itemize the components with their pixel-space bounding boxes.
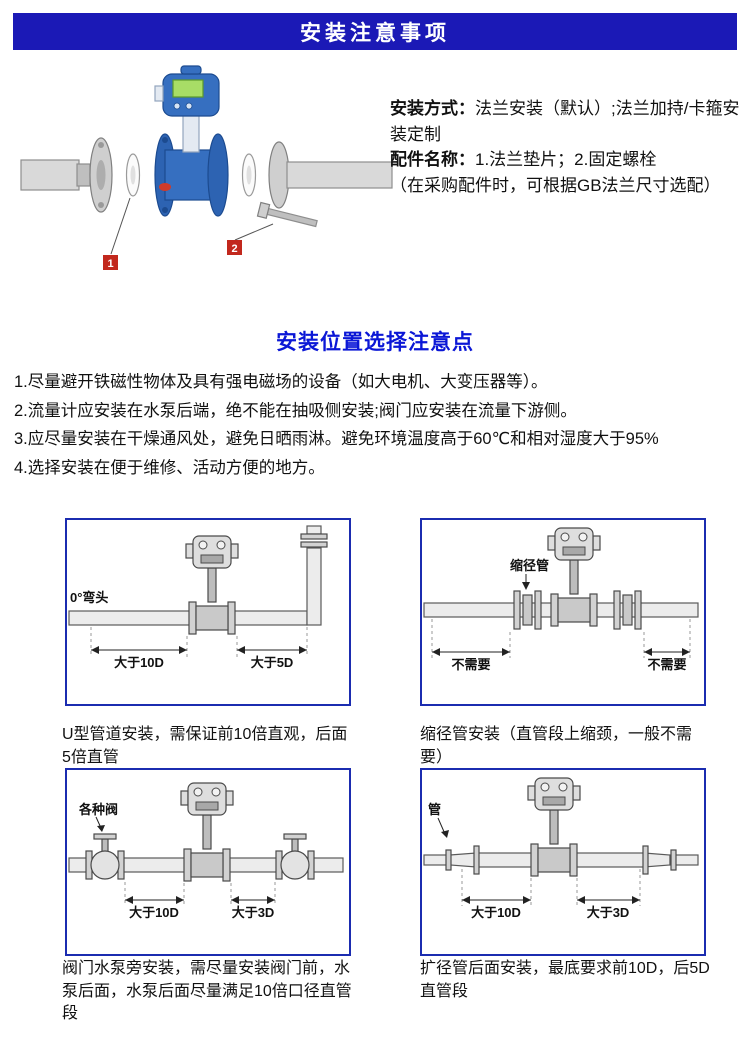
install-note-1: 1.尽量避开铁磁性物体及具有强电磁场的设备（如大电机、大变压器等）。 <box>14 373 548 391</box>
dimension-label: 大于3D <box>587 905 630 920</box>
parts-note: （在采购配件时，可根据GB法兰尺寸选配） <box>390 175 721 195</box>
flowmeter-exploded-svg: 1 2 <box>20 65 393 270</box>
parts-name-label: 配件名称： <box>390 150 475 169</box>
diagram-caption-reducer: 缩径管安装（直管段上缩颈，一般不需要） <box>420 726 693 766</box>
page-title: 安装注意事项 <box>300 21 450 45</box>
flowmeter <box>185 535 239 635</box>
dimension-label: 大于3D <box>232 905 275 920</box>
install-notes: 1.尽量避开铁磁性物体及具有强电磁场的设备（如大电机、大变压器等）。 2.流量计… <box>14 368 740 483</box>
flange <box>300 533 328 540</box>
dimension-label: 大于10D <box>471 905 521 920</box>
pipe-small-right <box>669 854 699 866</box>
diagram-box-elbow: 0°弯头 大于10D 大于5D <box>65 518 351 706</box>
diagram-caption-valve: 阀门水泵旁安装，需尽量安装阀门前，水泵后面，水泵后面尽量满足10倍口径直管段 <box>62 960 352 1023</box>
header-bar: 安装注意事项 <box>13 13 737 50</box>
install-note-4: 4.选择安装在便于维修、活动方便的地方。 <box>14 459 325 478</box>
fixing-bolt <box>256 201 318 228</box>
valve-right <box>275 833 315 880</box>
parts-name-value: 1.法兰垫片；2.固定螺栓 <box>475 150 657 169</box>
diagram-elbow-svg: 0°弯头 大于10D 大于5D <box>68 525 328 670</box>
flange <box>300 541 328 548</box>
product-figure: 1 2 <box>15 56 400 296</box>
install-method-value: 法兰安装（默认）;法兰加持/卡箍安装定制 <box>390 99 740 144</box>
diagram-expander-svg: 管 大于10D 大于3D <box>423 777 699 920</box>
expander-label: 管 <box>428 802 441 817</box>
install-method-label: 安装方式： <box>390 99 475 118</box>
dimension-label: 不需要 <box>647 657 686 672</box>
dimension-label: 大于10D <box>114 655 164 670</box>
valve-left <box>85 833 125 880</box>
flowmeter <box>547 527 601 627</box>
diagram-box-reducer: 缩径管 不需要 不需要 <box>420 518 706 706</box>
dimension-label: 大于10D <box>129 905 179 920</box>
diagram-reducer-svg: 缩径管 不需要 不需要 <box>423 527 699 672</box>
lcd-display <box>172 79 204 98</box>
diagram-caption-expander: 扩径管后面安装，最底要求前10D，后5D直管段 <box>420 960 710 1000</box>
diagram-caption-elbow: U型管道安装，需保证前10倍直观，后面5倍直管 <box>62 726 348 766</box>
callout-1-number: 1 <box>107 258 113 270</box>
reducer-left <box>513 590 542 630</box>
section-title: 安装位置选择注意点 <box>276 331 474 354</box>
left-pipe <box>20 137 113 213</box>
elbow-label: 0°弯头 <box>70 590 108 605</box>
reducer-right <box>613 590 642 630</box>
elbow-riser <box>306 547 322 626</box>
flowmeter <box>180 782 234 882</box>
callout-2-marker <box>227 240 242 255</box>
reducer-label: 缩径管 <box>510 558 549 573</box>
dimension-label: 大于5D <box>251 655 294 670</box>
diagram-box-valve: 各种阀 大于10D 大于3D <box>65 768 351 956</box>
flowmeter <box>527 777 581 877</box>
dimension-label: 不需要 <box>451 657 490 672</box>
flange-gasket-2 <box>241 153 257 197</box>
right-pipe <box>268 141 393 209</box>
flowmeter-body <box>154 65 229 217</box>
install-note-2: 2.流量计应安装在水泵后端，绝不能在抽吸侧安装;阀门应安装在流量下游侧。 <box>14 401 577 420</box>
callout-1-marker <box>103 255 118 270</box>
callout-2-number: 2 <box>231 243 237 255</box>
product-info: 安装方式：法兰安装（默认）;法兰加持/卡箍安装定制 配件名称：1.法兰垫片；2.… <box>390 96 740 198</box>
install-note-3: 3.应尽量安装在干燥通风处，避免日晒雨淋。避免环境温度高于60℃和相对湿度大于9… <box>14 430 659 449</box>
pipe <box>68 610 308 626</box>
flange-gasket-1 <box>125 153 141 197</box>
diagram-valve-svg: 各种阀 大于10D 大于3D <box>68 782 344 920</box>
valve-label: 各种阀 <box>78 802 118 817</box>
diagram-box-expander: 管 大于10D 大于3D <box>420 768 706 956</box>
brand-sticker <box>159 183 171 191</box>
expander-left <box>449 852 477 868</box>
